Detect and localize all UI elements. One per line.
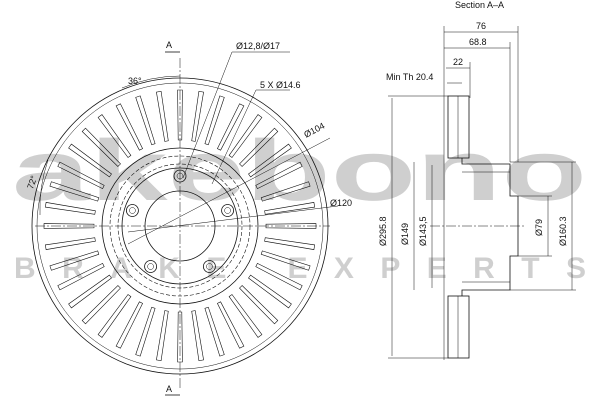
min-thickness: Min Th 20.4 (386, 72, 433, 82)
vent-slot (216, 301, 245, 349)
vent-slot (97, 294, 132, 338)
bolt-hole (125, 204, 139, 217)
bolt-hole (173, 169, 187, 183)
vent-slot (44, 202, 96, 215)
section-title: Section A–A (455, 0, 504, 10)
vent-slot (255, 161, 303, 190)
hat-inner-dashed (117, 163, 243, 289)
dim-79: Ø79 (534, 219, 544, 236)
center-bore (144, 190, 216, 262)
hat-flange (121, 167, 239, 285)
dim-22: 22 (453, 57, 463, 67)
vent-slots (43, 89, 317, 363)
vent-slot (264, 237, 316, 250)
vent-slot (49, 181, 100, 202)
angle-arc-left (39, 159, 49, 216)
bolt-hole (144, 260, 158, 273)
angle-left-label: 72° (25, 174, 39, 191)
vent-slot (255, 262, 303, 291)
dim-149: Ø149 (400, 223, 410, 245)
vent-slot (135, 306, 156, 357)
lower-ring (447, 295, 470, 359)
leader-hub-dia (127, 205, 339, 233)
vent-slot (97, 114, 132, 158)
vent-slot (68, 143, 112, 178)
angle-arc-top (121, 75, 181, 89)
dim-1435: Ø143,5 (418, 216, 428, 246)
leader-pcd (127, 137, 331, 245)
vent-slot (264, 202, 316, 215)
leader-hole-dia (182, 51, 290, 179)
leader-bolt-holes (211, 89, 290, 185)
hole-dia-label: Ø12,8/Ø17 (236, 41, 280, 51)
friction-inner-edge (101, 147, 259, 305)
bolt-holes (125, 169, 235, 273)
dim-2958: Ø295.8 (378, 216, 388, 246)
bolt-hole (202, 260, 216, 273)
vent-slot (43, 223, 95, 229)
vent-slot (260, 250, 311, 271)
vent-slot (239, 285, 279, 325)
vent-slot (49, 250, 100, 271)
vent-slot (191, 310, 204, 362)
angle-top-label: 36° (128, 76, 142, 86)
vent-slot (265, 223, 317, 229)
bolt-holes-label: 5 X Ø14.6 (260, 80, 301, 90)
vent-slot (44, 237, 96, 250)
bolt-hole (221, 204, 235, 217)
bolt-hole-inner (176, 172, 184, 180)
vent-slot (135, 95, 156, 146)
vent-slot (248, 143, 292, 178)
vent-slot (228, 294, 263, 338)
hat-dashed-circle (109, 155, 251, 297)
vent-slot (204, 95, 225, 146)
front-view: A A 36° 72° Ø12,8/Ø17 5 X Ø14.6 Ø104 Ø1 (25, 40, 352, 396)
vent-slot (115, 103, 144, 151)
disc-section (430, 95, 525, 359)
vent-slot (156, 90, 169, 142)
vent-slot (216, 103, 245, 151)
disc-outer-edge (31, 77, 329, 375)
vent-slot (260, 181, 311, 202)
vent-slot (239, 127, 279, 167)
section-label-bottom: A (166, 384, 172, 394)
bolt-hole-inner (224, 207, 231, 214)
vent-slot (177, 89, 183, 141)
dim-1603: Ø160.3 (558, 216, 568, 246)
vent-slot (248, 274, 292, 309)
vent-slot (228, 114, 263, 158)
vent-slot (81, 127, 121, 167)
vent-slot (81, 285, 121, 325)
section-view: Section A–A 76 68.8 22 Min Th 20.4 (378, 0, 576, 360)
vent-slot (177, 311, 183, 363)
bolt-hole-inner (129, 207, 136, 214)
vent-slot (156, 310, 169, 362)
vent-slot (191, 90, 204, 142)
bolt-hole-inner (147, 263, 154, 270)
section-label-top: A (166, 40, 172, 50)
dim-68: 68.8 (469, 37, 487, 47)
upper-ring (447, 95, 470, 159)
vent-slot (115, 301, 144, 349)
vent-slot (204, 306, 225, 357)
hub-dia-label: Ø120 (330, 198, 352, 208)
dim-76: 76 (476, 21, 486, 31)
watermark-tagline: BRAKE EXPERTS (14, 252, 586, 285)
bolt-hole-inner (206, 263, 213, 270)
vent-slot (57, 262, 105, 291)
vent-slot (68, 274, 112, 309)
disc-outer-rim (36, 82, 324, 370)
vent-slot (57, 161, 105, 190)
